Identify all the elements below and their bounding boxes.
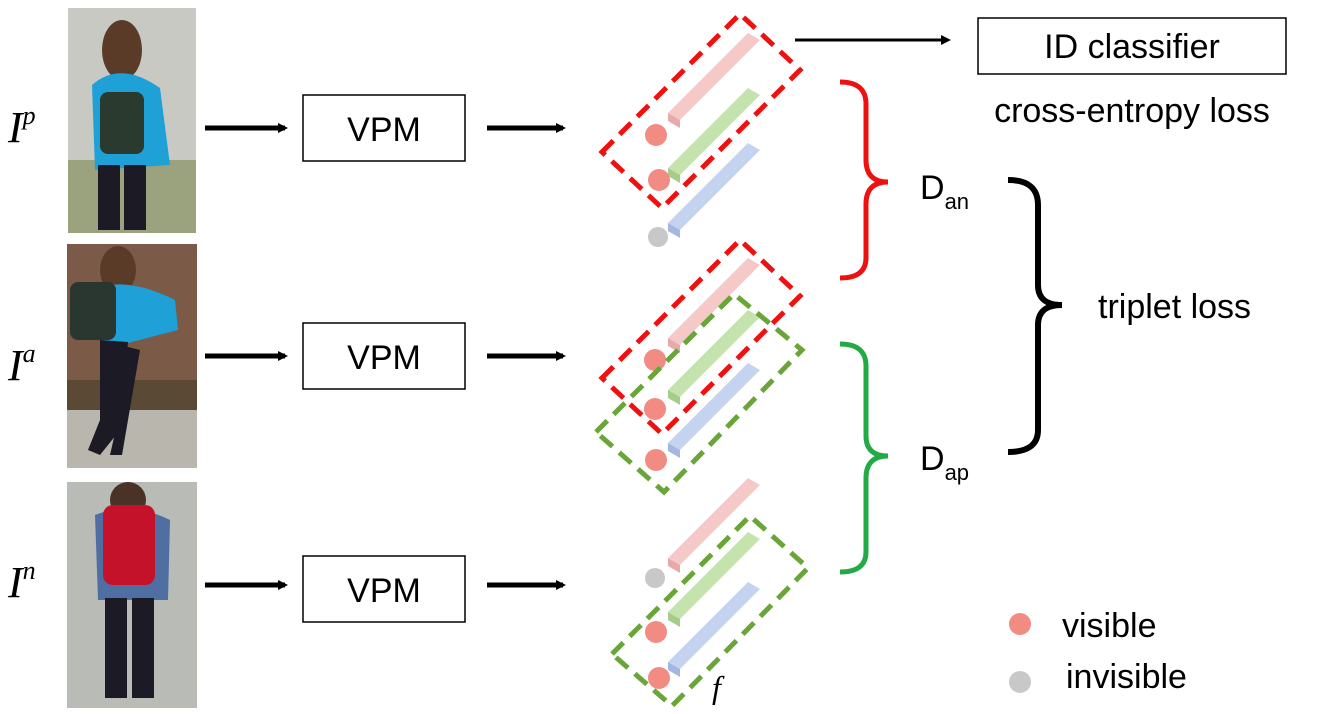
- visible-dot: [645, 124, 667, 146]
- vpm-box-anchor: VPM: [302, 322, 466, 390]
- feature-group-anchor: [644, 258, 760, 471]
- image-superscript: n: [23, 556, 36, 585]
- dashed-box-anchor-vs-positive: [598, 236, 804, 438]
- svg-text:Ia: Ia: [7, 339, 36, 390]
- svg-text:Ip: Ip: [7, 101, 36, 152]
- vpm-label: VPM: [347, 572, 421, 610]
- dashed-box-negative-shared: [608, 512, 812, 710]
- visible-dot: [645, 621, 667, 643]
- distance-main: D: [920, 169, 945, 207]
- vpm-box-positive: VPM: [302, 94, 466, 162]
- part-feature-bar-middle: [668, 532, 760, 627]
- part-feature-bar-middle: [668, 88, 760, 183]
- feature-group-positive: [645, 33, 760, 247]
- vpm-label: VPM: [347, 111, 421, 149]
- part-feature-bar-top: [668, 478, 760, 573]
- brace-triplet: [1007, 177, 1063, 455]
- image-superscript: p: [21, 101, 36, 130]
- distance-an-label: Dan: [920, 169, 969, 214]
- image-symbol: I: [7, 103, 25, 152]
- image-negative: [67, 482, 197, 708]
- part-feature-bar-bottom: [668, 363, 760, 458]
- brace-d-an: [839, 79, 889, 281]
- id-classifier-box: ID classifier: [977, 17, 1287, 75]
- distance-subscript: an: [945, 189, 969, 214]
- part-feature-bar-bottom: [668, 582, 760, 677]
- visible-dot: [644, 349, 666, 371]
- legend-visible-marker: [1009, 613, 1031, 635]
- legend-invisible-marker: [1009, 671, 1031, 693]
- feature-label: f: [712, 669, 725, 705]
- distance-ap-label: Dap: [920, 440, 969, 485]
- part-feature-bar-top: [668, 33, 760, 128]
- invisible-dot: [645, 568, 665, 588]
- cross-entropy-loss-label: cross-entropy loss: [994, 92, 1270, 130]
- image-symbol: I: [7, 341, 25, 390]
- part-feature-bar-middle: [668, 310, 760, 405]
- brace-d-ap: [839, 341, 889, 575]
- visible-dot: [644, 398, 666, 420]
- dashed-box-positive-shared: [598, 10, 804, 212]
- label-image-positive: Ip: [7, 101, 36, 152]
- legend: visible invisible: [1009, 607, 1187, 696]
- invisible-dot: [648, 227, 668, 247]
- dashed-box-anchor-vs-negative: [592, 290, 806, 496]
- visible-dot: [648, 169, 670, 191]
- label-image-anchor: Ia: [7, 339, 36, 390]
- label-image-negative: In: [7, 556, 36, 607]
- visible-dot: [645, 449, 667, 471]
- distance-main: D: [920, 440, 945, 478]
- classifier-label: ID classifier: [1044, 28, 1220, 66]
- svg-text:In: In: [7, 556, 36, 607]
- image-symbol: I: [7, 558, 25, 607]
- image-superscript: a: [23, 339, 36, 368]
- legend-visible-label: visible: [1062, 607, 1156, 645]
- image-anchor: [67, 244, 197, 468]
- vpm-label: VPM: [347, 339, 421, 377]
- triplet-loss-label: triplet loss: [1098, 288, 1251, 326]
- part-feature-bar-bottom: [668, 143, 760, 238]
- visible-dot: [648, 667, 670, 689]
- legend-invisible-label: invisible: [1066, 658, 1187, 696]
- image-anchor-positive: [68, 8, 196, 233]
- vpm-box-negative: VPM: [302, 555, 466, 623]
- feature-group-negative: [645, 478, 760, 689]
- distance-subscript: ap: [945, 460, 969, 485]
